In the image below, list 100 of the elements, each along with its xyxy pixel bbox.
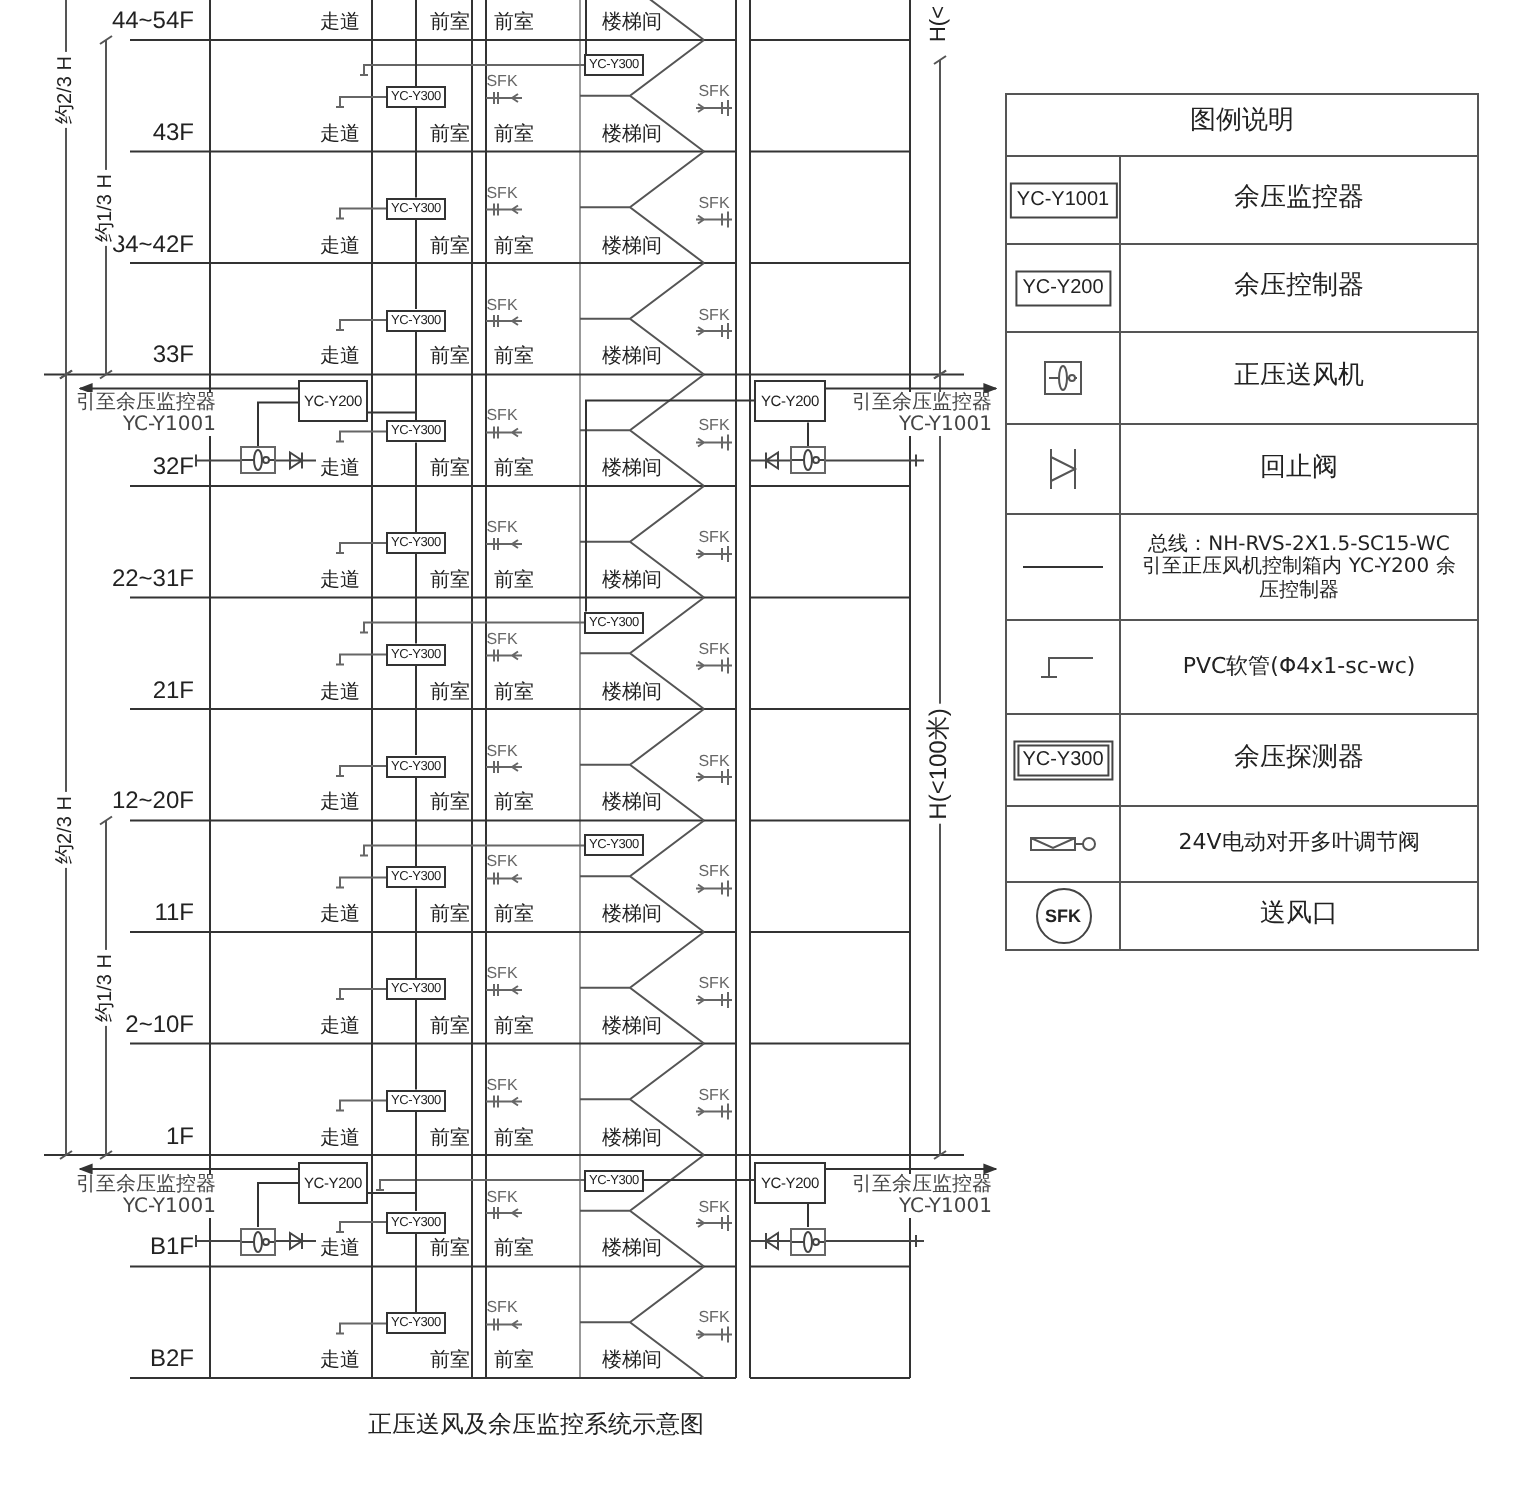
air-outlet-label: SFK: [486, 852, 518, 871]
bus-line: [415, 664, 417, 756]
room-label: 前室: [494, 1350, 534, 1373]
air-outlet-label: SFK: [486, 518, 518, 537]
caption: 正压送风及余压监控系统示意图: [368, 1412, 704, 1440]
room-label: 楼梯间: [602, 346, 662, 370]
bus-line: [415, 776, 417, 868]
signal-line: [585, 399, 755, 613]
room-label: 走道: [320, 235, 360, 258]
edge-label: 引至余压监控器 YC-Y1001: [72, 392, 216, 437]
dimension-label: H(<100米): [926, 704, 954, 824]
legend-text: 总线：NH-RVS-2X1.5-SC15-WC 引至正压风机控制箱内 YC-Y200 余压控制器: [1140, 532, 1458, 602]
signal-line: [257, 1182, 299, 1228]
signal-line: [643, 1179, 755, 1181]
room-label: 楼梯间: [602, 1127, 662, 1150]
room-label: 前室: [494, 1238, 534, 1262]
air-outlet-label: SFK: [698, 416, 730, 435]
bus-line: [415, 441, 417, 533]
floor-label: 2~10F: [125, 1011, 194, 1040]
bus-line: [415, 999, 417, 1091]
room-label: 前室: [494, 569, 534, 593]
floor-label: 32F: [152, 454, 194, 482]
air-outlet-label: SFK: [698, 639, 730, 658]
room-label: 楼梯间: [602, 681, 662, 704]
dimension-label: H(<: [927, 1, 953, 47]
floor-label: 21F: [152, 677, 194, 705]
dimension-label: 约2/3 H: [54, 792, 78, 868]
arrow: [825, 382, 998, 395]
edge-label: 引至余压监控器 YC-Y1001: [72, 1173, 216, 1217]
signal-line: [367, 411, 417, 422]
air-outlet-label: SFK: [698, 1085, 730, 1104]
floor-label: 43F: [152, 119, 194, 148]
legend-text: 送风口: [1260, 901, 1338, 931]
bus-line: [415, 0, 417, 87]
arrow: [825, 1163, 998, 1175]
room-label: 走道: [320, 1127, 360, 1150]
room-label: 楼梯间: [602, 458, 662, 481]
device-tag: YC-Y300: [1012, 740, 1114, 780]
air-outlet-label: SFK: [486, 1075, 518, 1094]
legend-text: 余压控制器: [1234, 273, 1364, 303]
room-label: 前室: [430, 123, 470, 147]
dimension-label: 约1/3 H: [94, 950, 118, 1026]
air-outlet-label: SFK: [698, 974, 730, 993]
air-outlet-label: SFK: [486, 1187, 518, 1206]
bus-line: [415, 107, 417, 199]
air-outlet-label: SFK: [698, 862, 730, 881]
air-outlet-label: SFK: [486, 72, 518, 91]
room-label: 楼梯间: [602, 12, 662, 35]
room-label: 前室: [494, 1127, 534, 1150]
fan-symbol: [790, 1227, 826, 1255]
floor-label: 22~31F: [111, 565, 194, 594]
room-label: 前室: [494, 904, 534, 927]
legend-text: 余压探测器: [1234, 745, 1364, 775]
legend-title: 图例说明: [1190, 108, 1294, 138]
room-label: 楼梯间: [602, 904, 662, 927]
legend-text: 24V电动对开多叶调节阀: [1178, 831, 1420, 857]
room-label: 前室: [494, 681, 534, 704]
room-label: 前室: [430, 346, 470, 370]
room-label: 走道: [320, 681, 360, 704]
floor-label: 11F: [154, 900, 194, 928]
room-label: 前室: [430, 681, 470, 704]
fan-symbol: [240, 1227, 276, 1255]
room-label: 前室: [430, 569, 470, 593]
room-label: 走道: [320, 569, 360, 593]
air-outlet-label: SFK: [486, 295, 518, 314]
room-label: 前室: [430, 12, 470, 35]
room-label: 走道: [320, 792, 360, 816]
floor-label: B2F: [149, 1346, 194, 1374]
room-label: 走道: [320, 1238, 360, 1262]
room-label: 走道: [320, 1350, 360, 1373]
air-outlet-label: SFK: [698, 1308, 730, 1327]
air-outlet-label: SFK: [486, 964, 518, 983]
room-label: 楼梯间: [602, 235, 662, 258]
floor-label: B1F: [149, 1234, 194, 1263]
air-outlet-label: SFK: [698, 82, 730, 101]
room-label: 前室: [430, 1015, 470, 1039]
room-label: 前室: [494, 123, 534, 147]
air-outlet-label: SFK: [486, 1298, 518, 1317]
air-outlet-label: SFK: [698, 193, 730, 212]
legend-text: 回止阀: [1260, 454, 1338, 484]
room-label: 楼梯间: [602, 569, 662, 593]
room-label: 楼梯间: [602, 1015, 662, 1039]
dimension-label: 约2/3 H: [54, 52, 78, 128]
signal-line: [807, 1202, 809, 1228]
dimension-label: 约1/3 H: [94, 170, 118, 246]
arrow: [78, 382, 299, 395]
air-outlet-label: SFK: [486, 406, 518, 425]
room-label: 前室: [494, 235, 534, 258]
floor-label: 44~54F: [111, 8, 194, 36]
air-outlet-label: SFK: [486, 629, 518, 648]
room-label: 前室: [430, 1350, 470, 1373]
bus-line: [415, 218, 417, 310]
device-tag: YC-Y200: [1014, 270, 1112, 306]
arrow: [78, 1163, 299, 1175]
air-outlet-label: SFK: [486, 741, 518, 760]
fan-symbol: [790, 446, 826, 475]
air-outlet-label: SFK: [486, 183, 518, 202]
floor-label: 33F: [152, 342, 194, 371]
room-label: 楼梯间: [602, 792, 662, 816]
air-outlet-label: SFK: [698, 751, 730, 770]
